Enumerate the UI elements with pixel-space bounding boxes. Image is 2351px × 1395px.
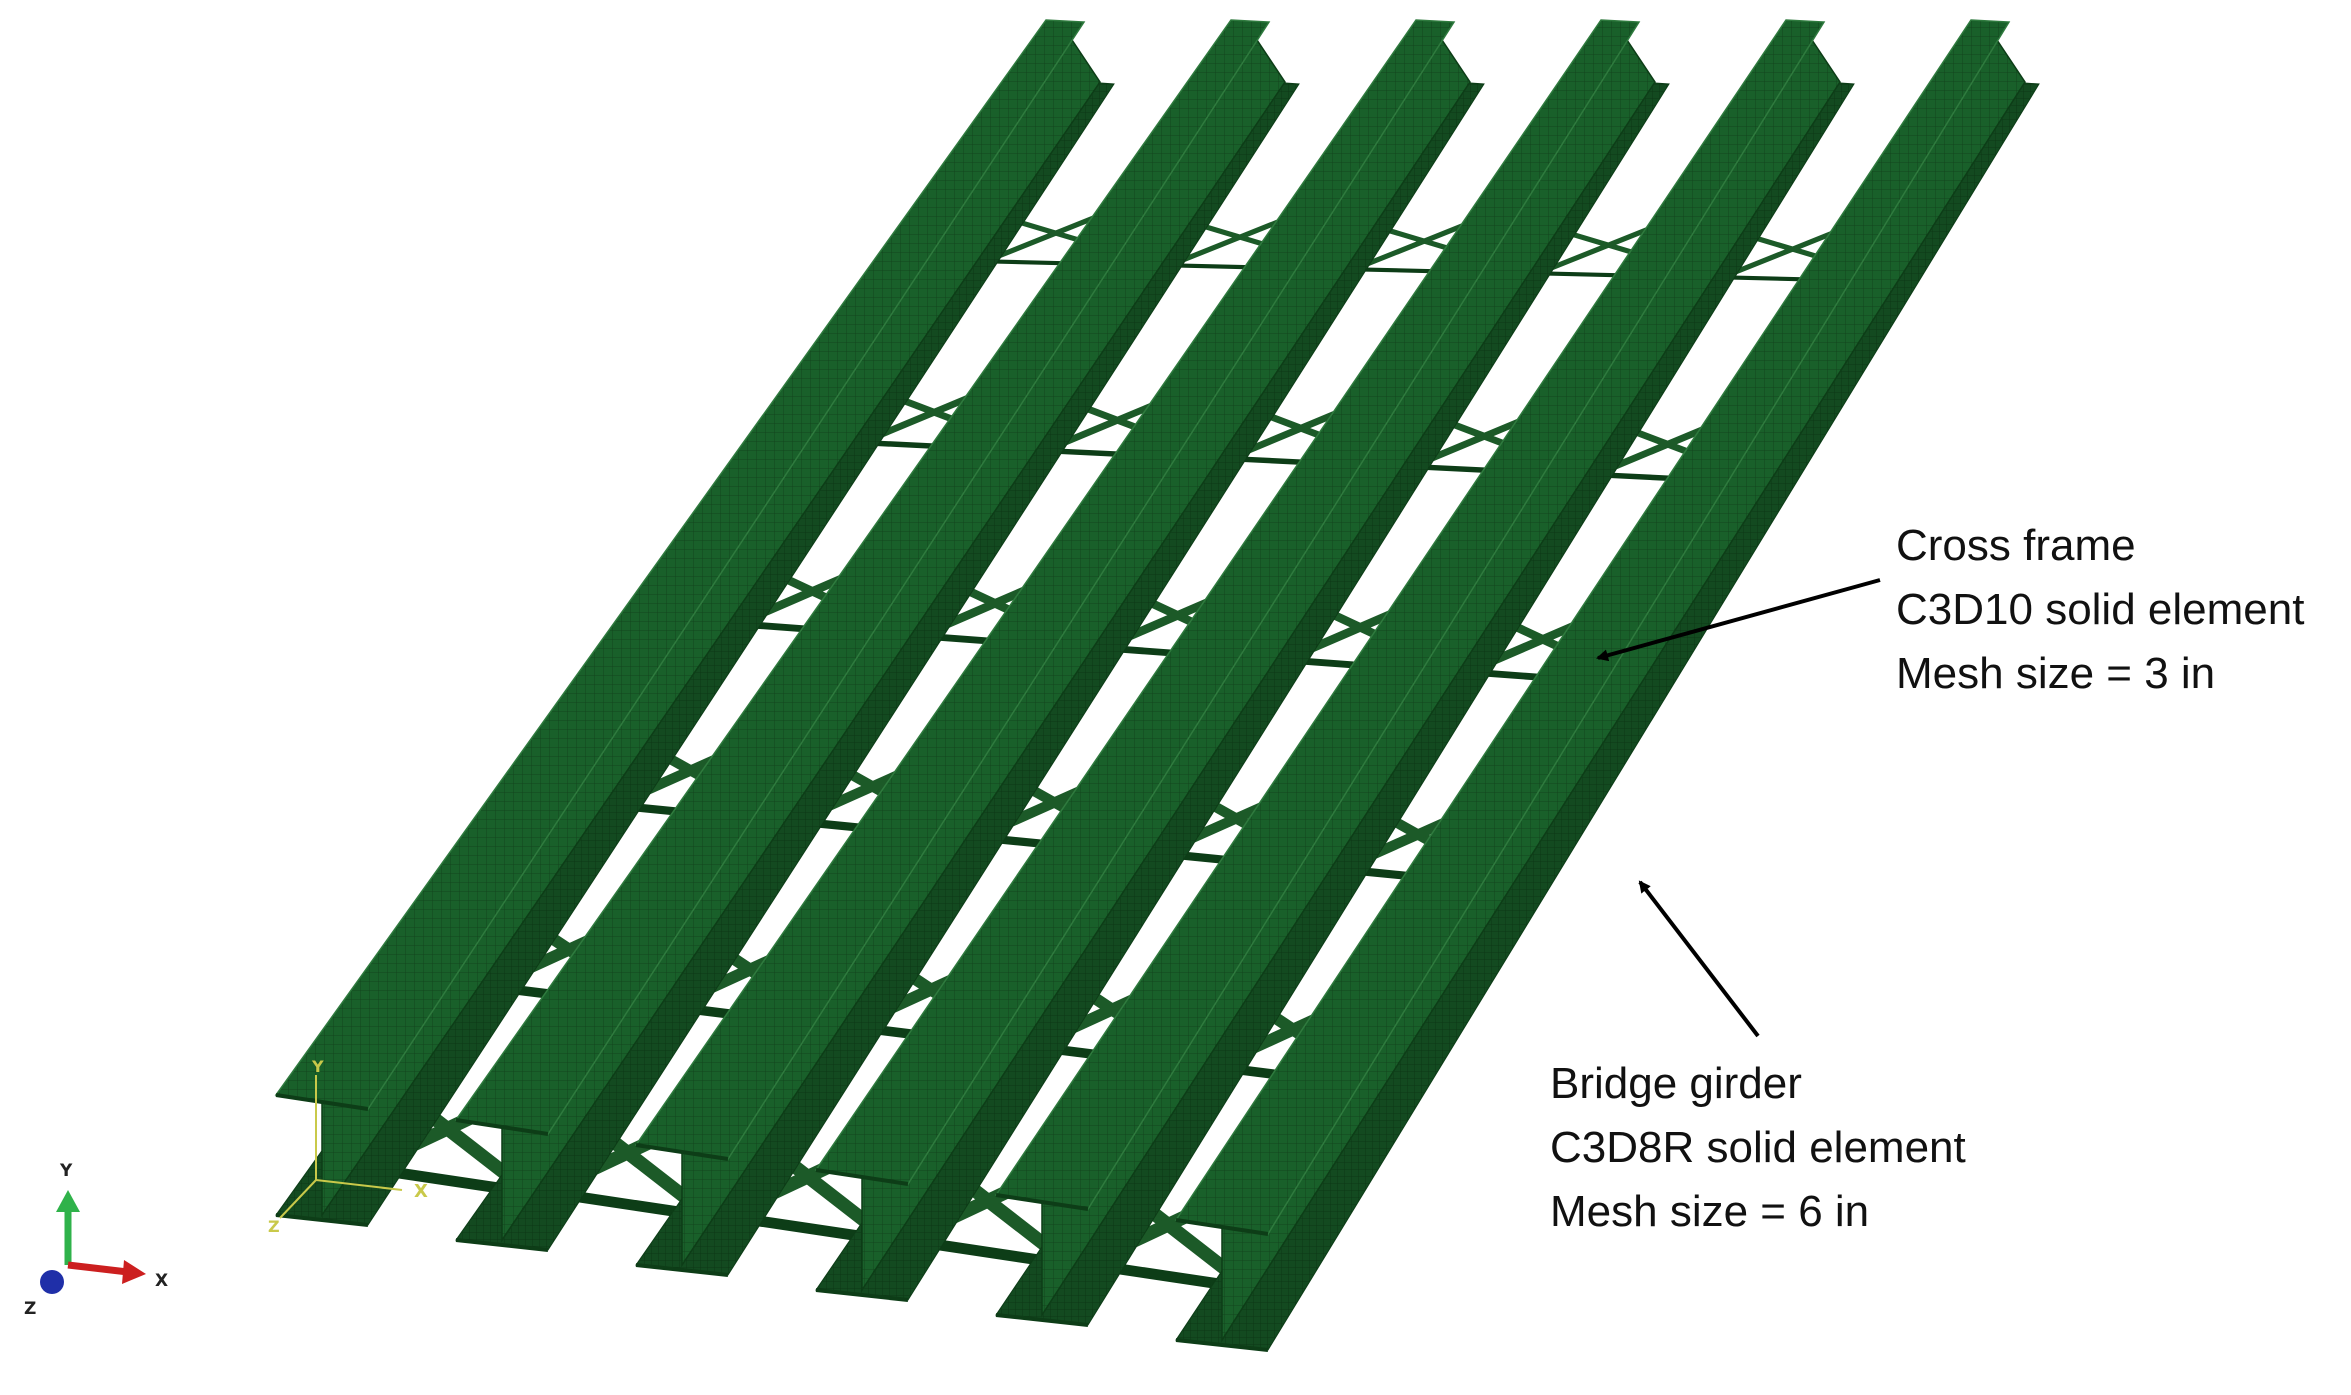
cross-frame-mesh-size: Mesh size = 3 in bbox=[1896, 649, 2215, 698]
xyz-axis-triad-icon: Y X Z bbox=[24, 1161, 168, 1319]
bridge-girder bbox=[454, 19, 1300, 1252]
bridge-girder-group bbox=[274, 19, 2040, 1352]
local-coordinate-axes-icon: X Y Z bbox=[268, 1057, 428, 1236]
bridge-girder-label: Bridge girder bbox=[1550, 1059, 1802, 1108]
bridge-girder-pointer-arrow bbox=[1638, 880, 1760, 1038]
cross-frame-callout: Cross frame C3D10 solid element Mesh siz… bbox=[1596, 521, 2304, 698]
bridge-girder-element-type: C3D8R solid element bbox=[1550, 1123, 1966, 1172]
cross-frame-label: Cross frame bbox=[1896, 521, 2136, 570]
cross-frame-pointer-arrow bbox=[1596, 578, 1881, 662]
bridge-girder bbox=[274, 19, 1115, 1227]
triad-y-label: Y bbox=[59, 1161, 73, 1181]
cross-frame-element-type: C3D10 solid element bbox=[1896, 585, 2304, 634]
local-axis-x-label: X bbox=[414, 1181, 428, 1202]
triad-x-label: X bbox=[155, 1271, 168, 1291]
local-axis-z-label: Z bbox=[268, 1217, 280, 1236]
bridge-girder-callout: Bridge girder C3D8R solid element Mesh s… bbox=[1550, 880, 1966, 1236]
bridge-girder bbox=[1174, 19, 2040, 1352]
bridge-girder bbox=[634, 19, 1485, 1277]
bridge-girder-mesh-size: Mesh size = 6 in bbox=[1550, 1187, 1869, 1236]
local-axis-y-label: Y bbox=[311, 1057, 324, 1076]
bridge-girder bbox=[994, 19, 1855, 1327]
bridge-girder bbox=[814, 19, 1670, 1302]
triad-z-label: Z bbox=[24, 1299, 36, 1319]
